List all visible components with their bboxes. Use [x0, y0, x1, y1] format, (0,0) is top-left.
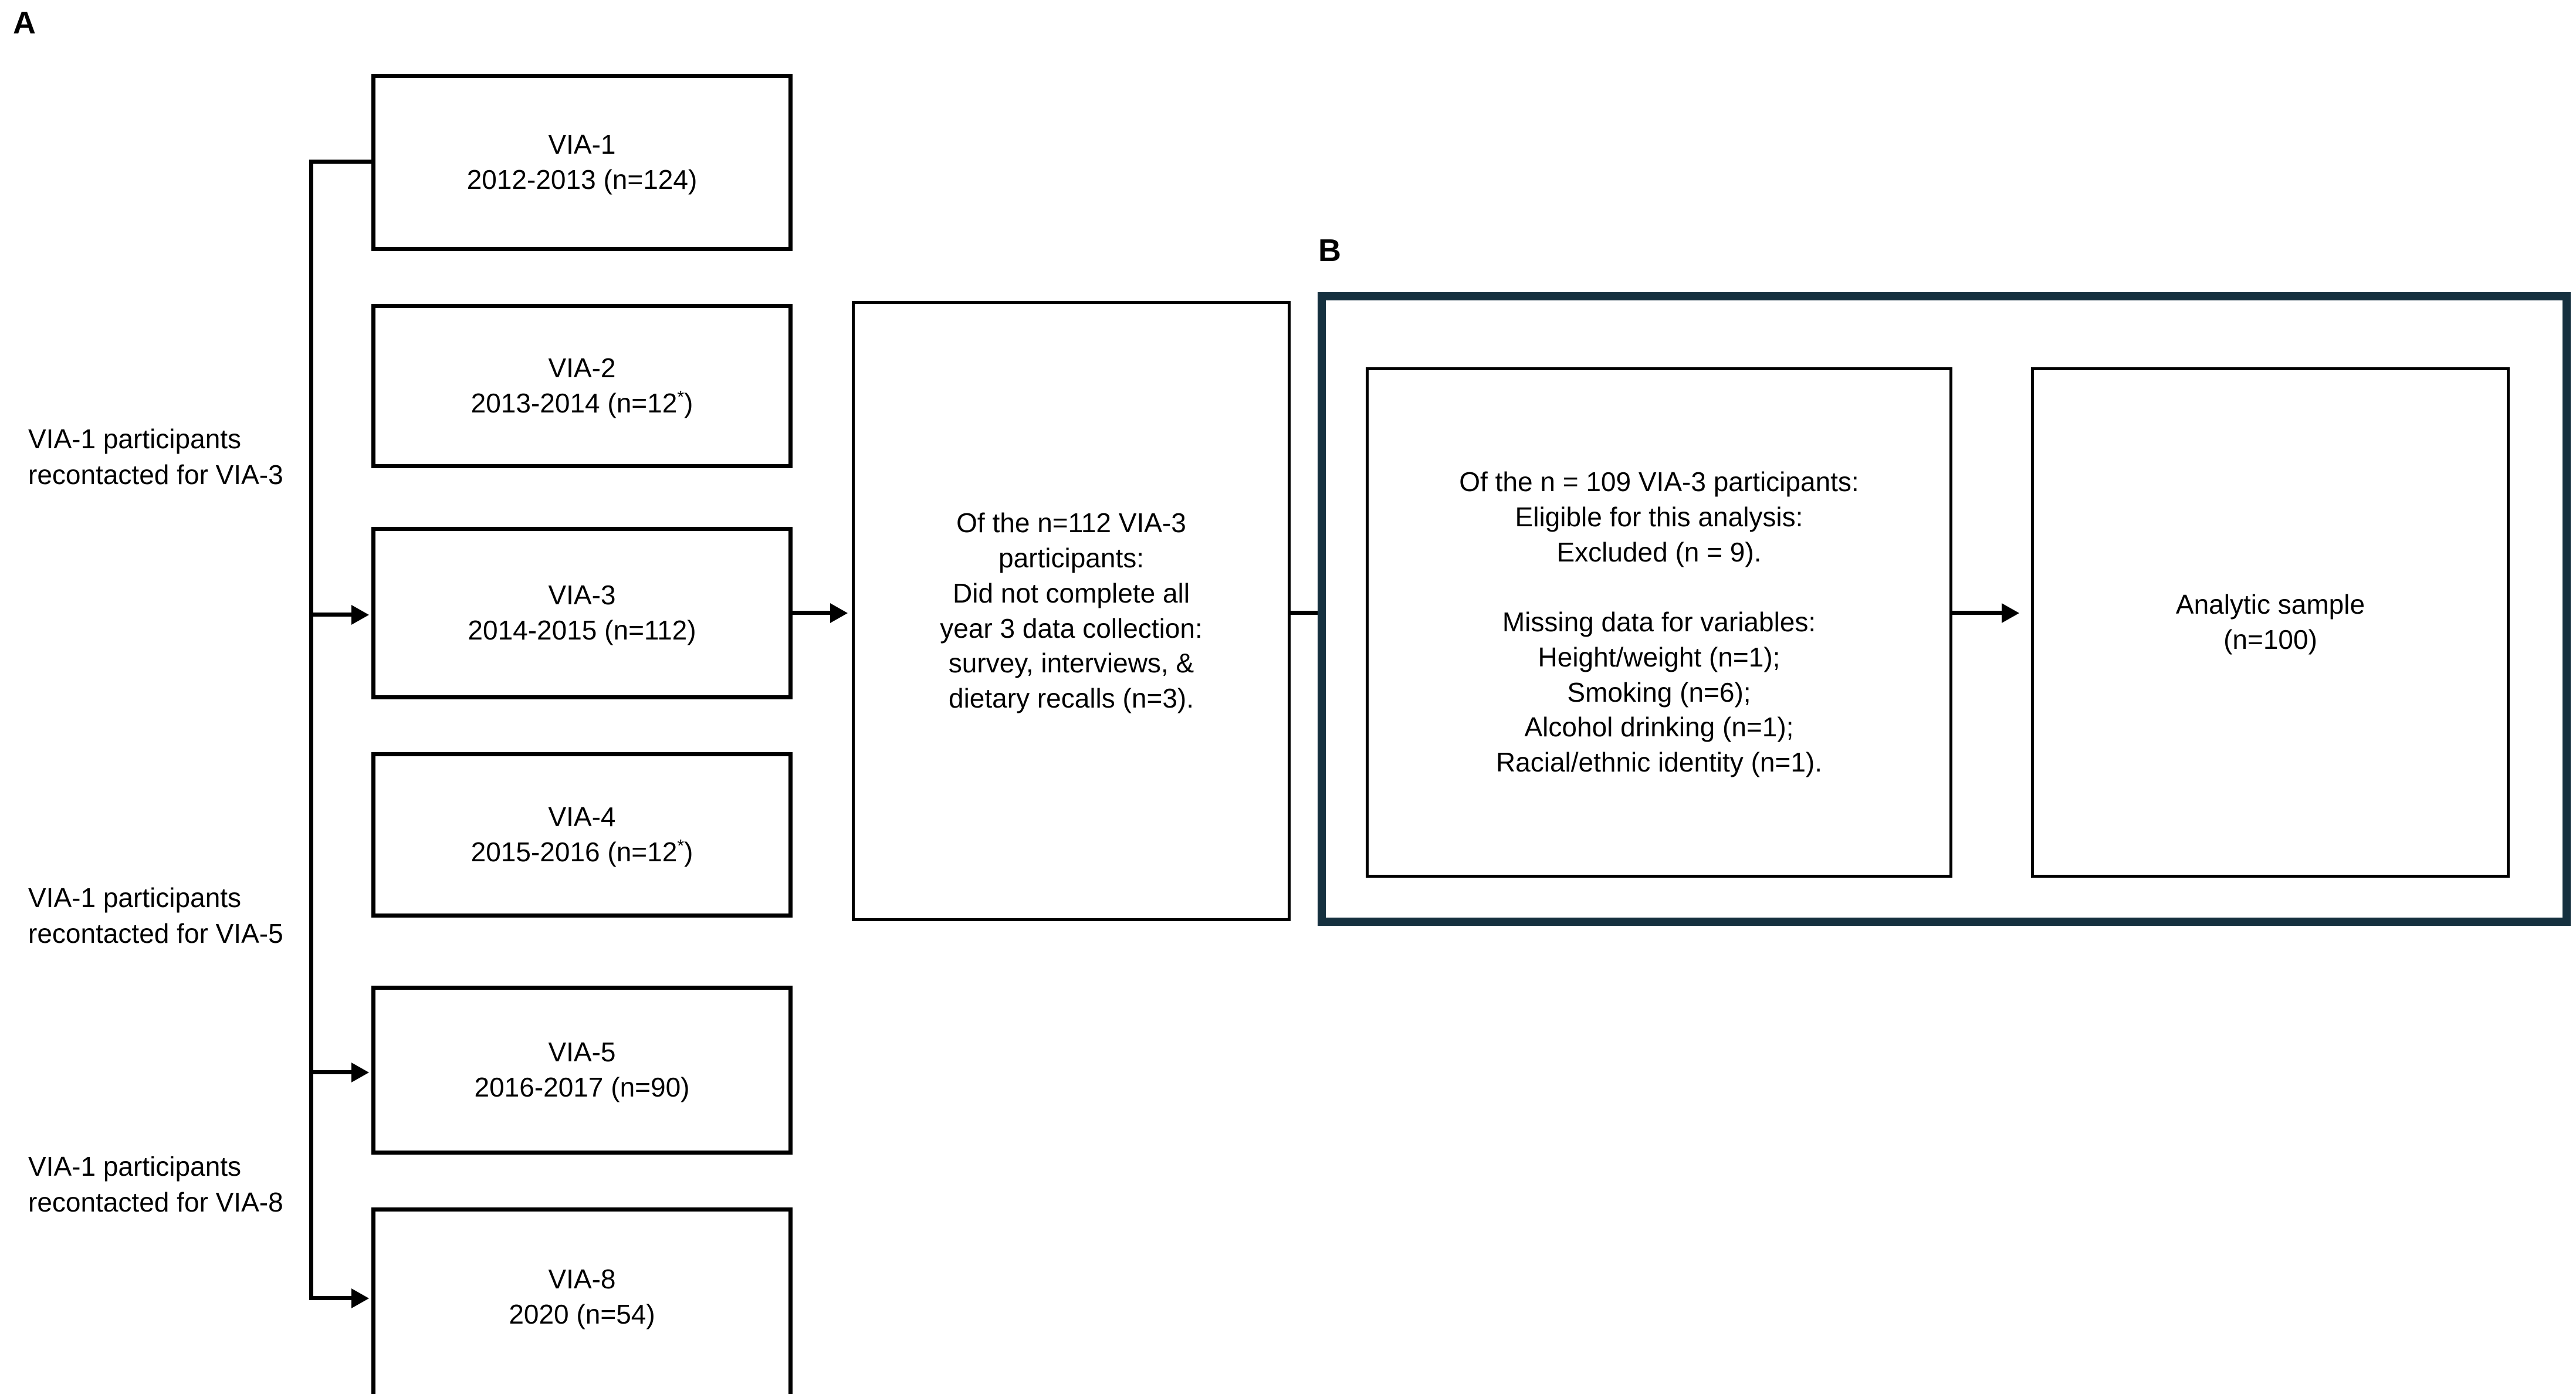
connector-trunk-vertical: [309, 160, 313, 1300]
panel-b-letter: B: [1318, 233, 1341, 268]
wave-box-via-5-text: VIA-5 2016-2017 (n=90): [468, 1035, 695, 1105]
wave-box-via-8-text: VIA-8 2020 (n=54): [503, 1262, 661, 1332]
wave-box-via-4-asterisk: *: [677, 836, 685, 856]
wave-box-via-4-detail: 2015-2016 (n=12: [470, 837, 678, 867]
wave-box-via-4-title: VIA-4: [548, 801, 616, 833]
wave-box-via-8[interactable]: VIA-8 2020 (n=54): [371, 1207, 793, 1394]
wave-box-via-3-title: VIA-3: [548, 580, 616, 611]
side-label-recontacted-via8: VIA-1 participants recontacted for VIA-8: [28, 1151, 283, 1217]
wave-box-via-1-text: VIA-1 2012-2013 (n=124): [461, 127, 703, 198]
wave-box-via-2[interactable]: VIA-2 2013-2014 (n=12*): [371, 304, 793, 468]
side-label-recontacted-via5: VIA-1 participants recontacted for VIA-5: [28, 882, 283, 949]
connector-exclusion-to-analytic: [1952, 611, 2008, 615]
arrowhead-via3: [351, 605, 369, 625]
wave-box-via-1-detail: 2012-2013 (n=124): [466, 164, 698, 195]
wave-box-via-4[interactable]: VIA-4 2015-2016 (n=12*): [371, 752, 793, 918]
wave-box-via-8-title: VIA-8: [548, 1264, 616, 1295]
exclusion-box-year3-text: Of the n=112 VIA-3 participants: Did not…: [940, 507, 1203, 714]
connector-branch-via5: [309, 1070, 356, 1074]
panel-b-exclusion-box-text: Of the n = 109 VIA-3 participants: Eligi…: [1459, 466, 1859, 778]
wave-box-via-8-detail: 2020 (n=54): [509, 1299, 655, 1329]
wave-box-via-2-asterisk: *: [677, 387, 685, 407]
connector-branch-via3: [309, 613, 356, 617]
arrowhead-analytic-sample: [2002, 603, 2019, 623]
wave-box-via-3[interactable]: VIA-3 2014-2015 (n=112): [371, 527, 793, 699]
analytic-sample-box-text: Analytic sample (n=100): [2175, 589, 2365, 655]
exclusion-box-year3[interactable]: Of the n=112 VIA-3 participants: Did not…: [852, 301, 1291, 921]
wave-box-via-2-text: VIA-2 2013-2014 (n=12*): [465, 351, 699, 421]
arrowhead-exclusion-box: [830, 603, 848, 623]
wave-box-via-4-detail-suffix: ): [684, 837, 693, 867]
connector-via3-to-exclusion: [793, 611, 835, 615]
wave-box-via-5-title: VIA-5: [548, 1037, 616, 1068]
side-label-recontacted-via3: VIA-1 participants recontacted for VIA-3: [28, 424, 283, 490]
connector-branch-via1: [309, 160, 374, 164]
wave-box-via-2-title: VIA-2: [548, 353, 616, 384]
wave-box-via-5[interactable]: VIA-5 2016-2017 (n=90): [371, 986, 793, 1155]
analytic-sample-box[interactable]: Analytic sample (n=100): [2031, 367, 2510, 878]
arrowhead-via5: [351, 1063, 369, 1082]
wave-box-via-4-text: VIA-4 2015-2016 (n=12*): [465, 800, 699, 870]
wave-box-via-3-text: VIA-3 2014-2015 (n=112): [462, 578, 702, 648]
wave-box-via-2-detail: 2013-2014 (n=12: [470, 388, 678, 418]
wave-box-via-2-detail-suffix: ): [684, 388, 693, 418]
wave-box-via-5-detail: 2016-2017 (n=90): [474, 1072, 690, 1102]
wave-box-via-3-detail: 2014-2015 (n=112): [468, 615, 696, 645]
arrowhead-via8: [351, 1288, 369, 1308]
connector-branch-via8: [309, 1296, 356, 1300]
wave-box-via-1[interactable]: VIA-1 2012-2013 (n=124): [371, 74, 793, 251]
panel-a-letter: A: [13, 5, 36, 40]
panel-b-exclusion-box[interactable]: Of the n = 109 VIA-3 participants: Eligi…: [1366, 367, 1952, 878]
wave-box-via-1-title: VIA-1: [548, 129, 616, 160]
